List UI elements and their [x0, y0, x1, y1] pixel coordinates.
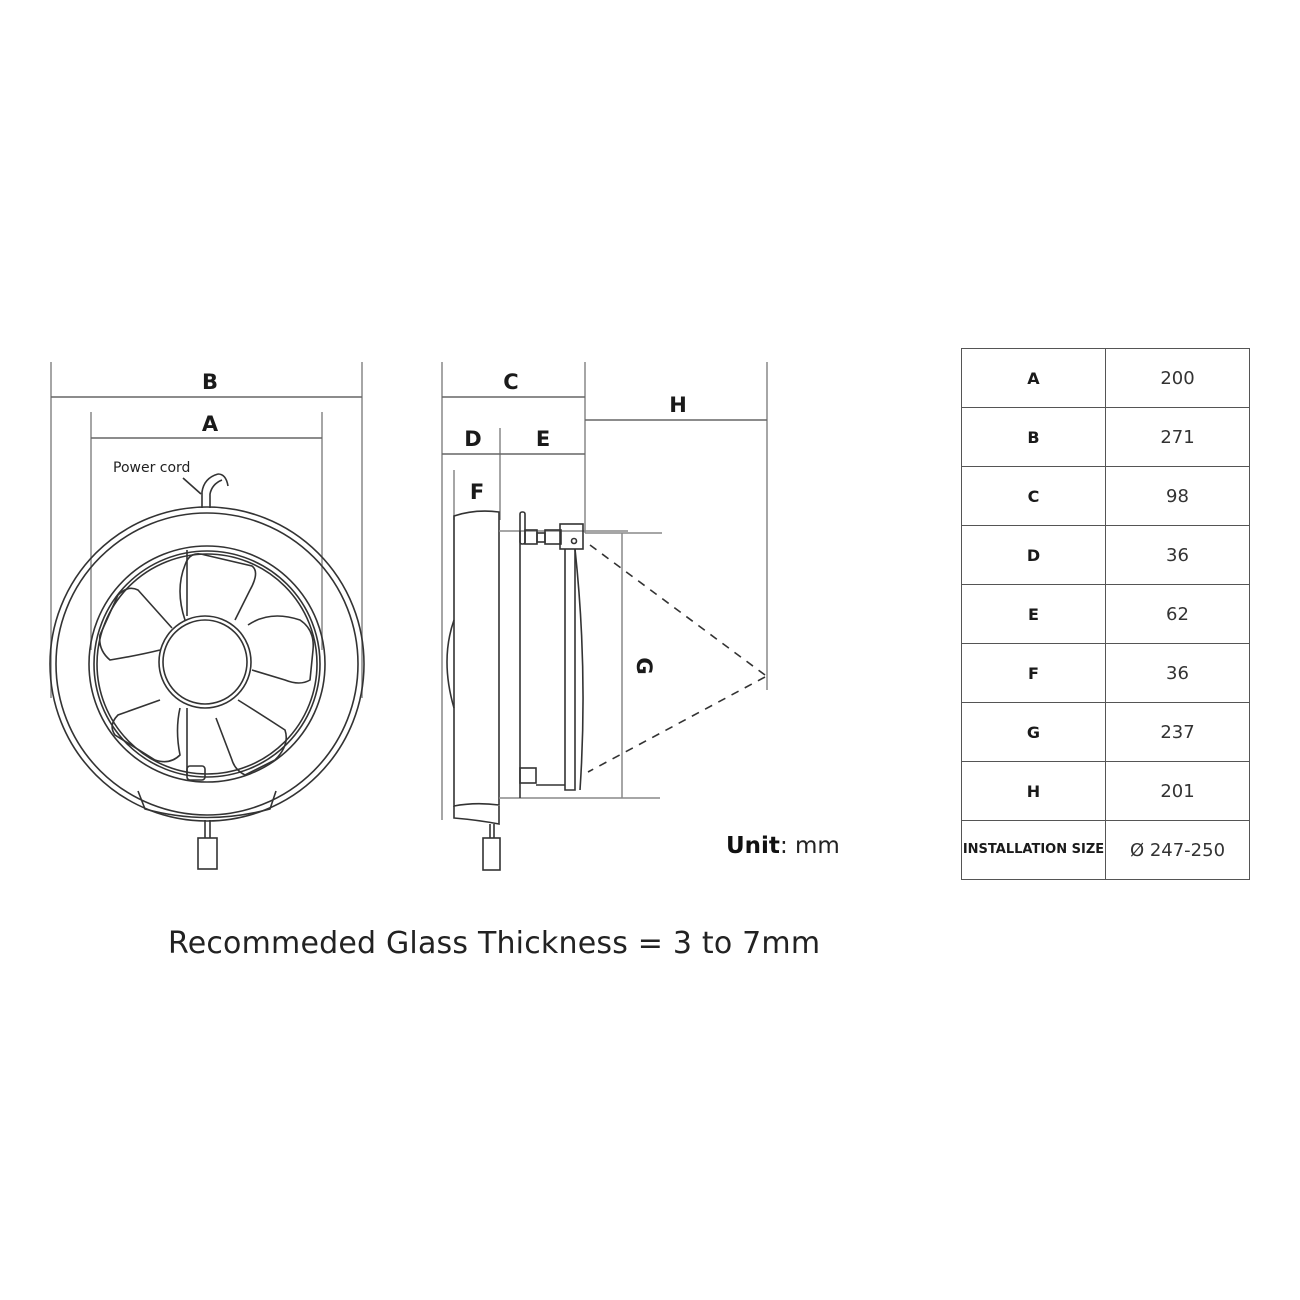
label-d: D: [464, 427, 481, 451]
unit-title: Unit: [726, 833, 780, 859]
unit-value: : mm: [779, 833, 840, 859]
spec-value: 271: [1105, 407, 1250, 467]
spec-key: F: [961, 643, 1106, 703]
label-g: G: [632, 657, 656, 674]
spec-key: A: [961, 348, 1106, 408]
spec-value: 237: [1105, 702, 1250, 762]
spec-key: H: [961, 761, 1106, 821]
label-b: B: [202, 370, 218, 394]
front-view: [49, 362, 365, 870]
spec-value: 36: [1105, 525, 1250, 585]
spec-key: C: [961, 466, 1106, 526]
spec-value: 36: [1105, 643, 1250, 703]
spec-key: E: [961, 584, 1106, 644]
unit-label: Unit: mm: [726, 833, 840, 859]
spec-value: 62: [1105, 584, 1250, 644]
spec-key: B: [961, 407, 1106, 467]
glass-thickness-note: Recommeded Glass Thickness = 3 to 7mm: [168, 926, 821, 961]
label-e: E: [536, 427, 550, 451]
spec-value: 200: [1105, 348, 1250, 408]
label-a: A: [202, 412, 219, 436]
label-h: H: [669, 393, 687, 417]
label-f: F: [470, 480, 484, 504]
spec-key: D: [961, 525, 1106, 585]
power-cord-label: Power cord: [113, 460, 190, 476]
side-view: [441, 362, 768, 871]
label-c: C: [503, 370, 518, 394]
spec-value: 98: [1105, 466, 1250, 526]
spec-value: 201: [1105, 761, 1250, 821]
spec-value: Ø 247-250: [1105, 820, 1250, 880]
spec-key: G: [961, 702, 1106, 762]
spec-key: INSTALLATION SIZE: [961, 820, 1106, 880]
